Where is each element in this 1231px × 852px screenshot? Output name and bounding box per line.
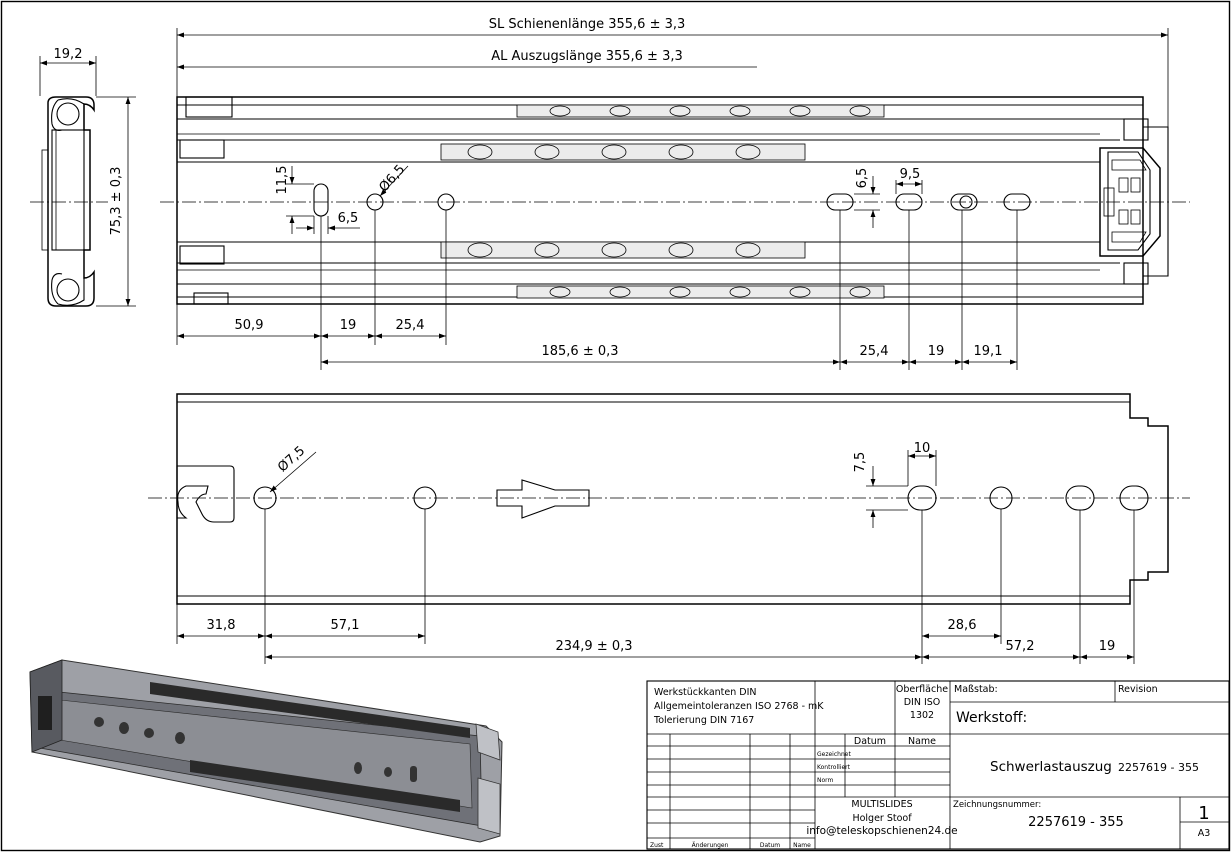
tb-drawing-number: 2257619 - 355 [1028, 815, 1124, 830]
tb-format: A3 [1198, 828, 1211, 839]
tb-note-2: Allgemeintoleranzen ISO 2768 - mK [654, 701, 824, 712]
tb-rev-zust: Zust [650, 842, 664, 849]
top-view [160, 96, 1190, 305]
tb-role-checked: Kontrolliert [817, 764, 851, 771]
dim-width: 19,2 [54, 47, 83, 62]
dim-slot-width-top: 6,5 [338, 211, 359, 226]
front-dimensions: Ø7,5 7,5 10 31,8 57,1 234,9 ± 0,3 28,6 5… [176, 441, 1135, 664]
tb-note-1: Werkstückkanten DIN [654, 687, 757, 698]
dim-25-4-a: 25,4 [396, 318, 425, 333]
dim-19-1: 19,1 [974, 344, 1003, 359]
dim-slot-height-right: 6,5 [855, 168, 870, 189]
dim-hole-dia-top: Ø6,5 [376, 162, 408, 195]
dim-19-a: 19 [340, 318, 357, 333]
dim-slot-width-right: 9,5 [900, 167, 921, 182]
dim-28-6: 28,6 [948, 618, 977, 633]
tb-rev-changes: Änderungen [692, 842, 729, 849]
profile-view [30, 96, 108, 307]
tb-name-col: Name [908, 736, 936, 747]
tb-role-norm: Norm [817, 777, 834, 784]
tb-role-drawn: Gezeichnet [817, 751, 851, 758]
dim-extension-length: AL Auszugslänge 355,6 ± 3,3 [491, 49, 683, 64]
dim-31-8: 31,8 [207, 618, 236, 633]
top-dimensions: SL Schienenlänge 355,6 ± 3,3 AL Auszugsl… [176, 17, 1169, 370]
tb-author: Holger Stoof [852, 813, 912, 824]
dim-slot-width-bottom: 10 [914, 441, 931, 456]
tb-surface-std-2: 1302 [910, 710, 934, 721]
tb-company: MULTISLIDES [851, 799, 912, 810]
tb-note-3: Tolerierung DIN 7167 [653, 715, 754, 726]
tb-part-name: Schwerlastauszug [990, 759, 1112, 775]
dim-rail-length: SL Schienenlänge 355,6 ± 3,3 [489, 17, 686, 32]
dim-slot-height-bottom: 7,5 [853, 452, 868, 473]
profile-dimensions: 19,2 75,3 ± 0,3 [39, 47, 136, 307]
dim-50-9: 50,9 [235, 318, 264, 333]
dim-25-4-b: 25,4 [860, 344, 889, 359]
dim-234-9: 234,9 ± 0,3 [555, 639, 632, 654]
front-view [148, 393, 1190, 605]
tb-material-label: Werkstoff: [956, 710, 1027, 726]
dim-57-1: 57,1 [331, 618, 360, 633]
tb-drawing-number-label: Zeichnungsnummer: [953, 800, 1041, 810]
tb-rev-name: Name [793, 842, 811, 849]
dim-19-b: 19 [928, 344, 945, 359]
dim-slot-height-top: 11,5 [275, 166, 290, 195]
tb-surface-label: Oberfläche [896, 684, 948, 695]
dim-hole-dia-bottom: Ø7,5 [275, 443, 308, 475]
tb-revision-label: Revision [1118, 684, 1158, 695]
tb-email: info@teleskopschienen24.de [806, 825, 957, 837]
dim-57-2: 57,2 [1006, 639, 1035, 654]
tb-surface-std-1: DIN ISO [904, 697, 941, 708]
title-block: Werkstückkanten DIN Allgemeintoleranzen … [646, 680, 1230, 850]
tb-sheet: 1 [1198, 803, 1209, 824]
tb-scale-label: Maßstab: [954, 684, 998, 695]
tb-part-number: 2257619 - 355 [1118, 761, 1199, 774]
isometric-render [29, 659, 503, 843]
dim-19-bottom: 19 [1099, 639, 1116, 654]
dim-185-6: 185,6 ± 0,3 [541, 344, 618, 359]
dim-height: 75,3 ± 0,3 [109, 167, 124, 236]
tb-rev-datum: Datum [760, 842, 780, 849]
tb-datum-col: Datum [854, 736, 886, 747]
